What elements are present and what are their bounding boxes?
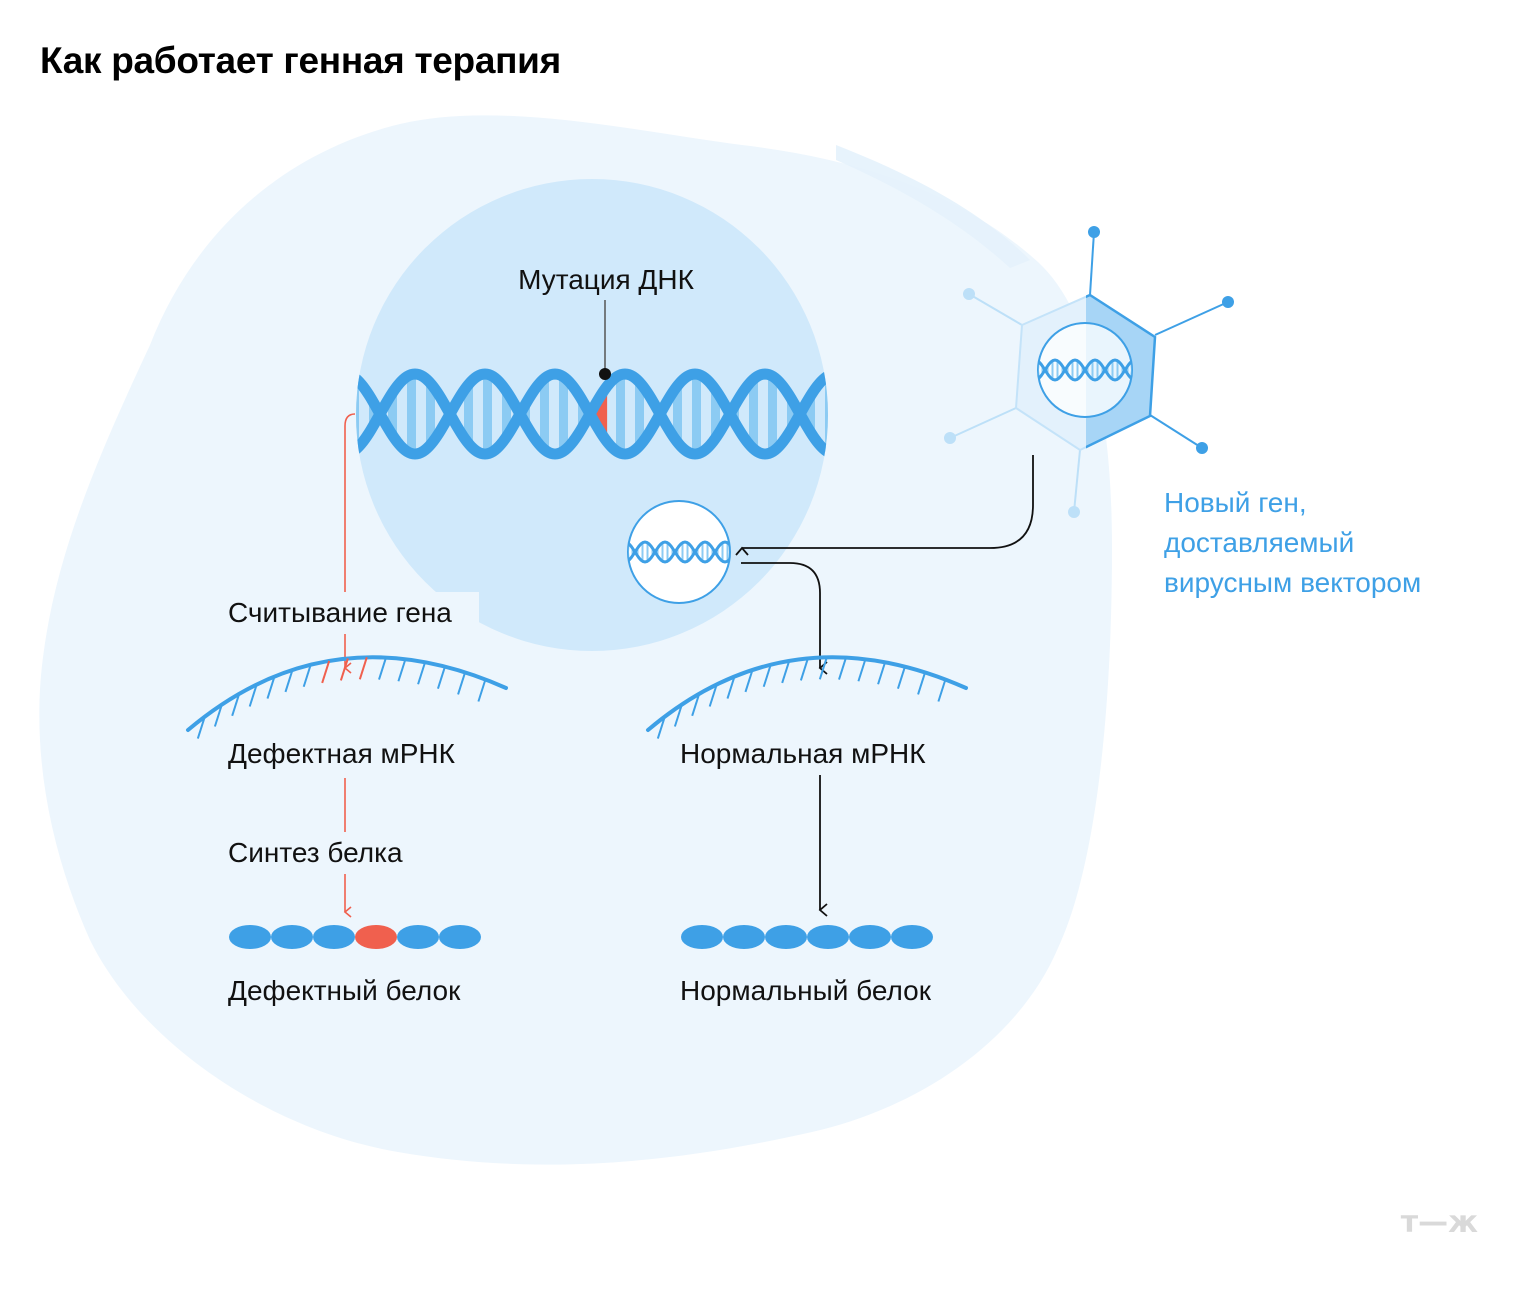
dna-strand bbox=[356, 368, 828, 460]
new-gene-strand bbox=[628, 540, 730, 564]
amino-acid-defect bbox=[355, 925, 397, 949]
mrna-base bbox=[937, 679, 947, 702]
amino-acid bbox=[891, 925, 933, 949]
mrna-base bbox=[838, 657, 847, 680]
mrna-base bbox=[477, 679, 487, 702]
mrna-base bbox=[284, 669, 294, 693]
cell-membrane-highlight bbox=[836, 145, 1030, 268]
amino-acid bbox=[807, 925, 849, 949]
mrna-base-defect bbox=[339, 658, 349, 681]
mrna-base bbox=[818, 657, 828, 680]
viral-vector bbox=[944, 226, 1234, 518]
label-defective-mrna: Дефектная мРНК bbox=[228, 738, 456, 769]
normal-mrna-strand bbox=[646, 655, 968, 739]
mrna-base bbox=[781, 660, 791, 684]
tj-logo: т—ж bbox=[1401, 1205, 1478, 1240]
new-gene-dna-icon bbox=[628, 540, 730, 564]
defective-mrna-strand bbox=[186, 655, 508, 739]
mrna-base bbox=[213, 704, 223, 727]
amino-acid bbox=[397, 925, 439, 949]
mrna-base bbox=[417, 661, 427, 685]
amino-acid bbox=[271, 925, 313, 949]
mrna-base bbox=[744, 669, 754, 693]
amino-acid bbox=[439, 925, 481, 949]
label-new-gene-line-1: Новый ген, bbox=[1164, 487, 1307, 518]
new-gene-strand bbox=[628, 540, 730, 564]
label-defective-protein: Дефектный белок bbox=[228, 975, 461, 1006]
arrow-new-gene-to-mrna bbox=[741, 562, 828, 675]
mutation-pointer-dot bbox=[599, 368, 611, 380]
mrna-base bbox=[266, 676, 276, 699]
mrna-base bbox=[248, 684, 258, 707]
vector-dna-icon bbox=[1038, 358, 1132, 382]
mrna-base bbox=[896, 666, 906, 689]
mrna-base bbox=[708, 684, 718, 707]
mrna-backbone bbox=[186, 655, 508, 732]
amino-acid bbox=[765, 925, 807, 949]
mrna-base bbox=[877, 661, 887, 685]
vector-spikes bbox=[949, 231, 1229, 513]
amino-acid bbox=[313, 925, 355, 949]
label-mutation: Мутация ДНК bbox=[518, 264, 695, 295]
label-normal-mrna: Нормальная мРНК bbox=[680, 738, 926, 769]
amino-acid bbox=[723, 925, 765, 949]
mrna-base bbox=[231, 693, 241, 717]
dna-double-helix bbox=[356, 368, 828, 460]
mrna-base bbox=[799, 658, 809, 681]
mrna-base bbox=[457, 672, 467, 695]
mrna-base-defect bbox=[358, 657, 368, 680]
vector-gene-strand bbox=[1038, 358, 1132, 382]
mrna-base bbox=[436, 666, 446, 689]
mrna-base bbox=[673, 704, 683, 727]
label-protein-synthesis: Синтез белка bbox=[228, 837, 403, 868]
amino-acid bbox=[229, 925, 271, 949]
mrna-base bbox=[378, 657, 387, 680]
mrna-base bbox=[691, 693, 701, 717]
page-title: Как работает генная терапия bbox=[40, 40, 561, 81]
amino-acid bbox=[681, 925, 723, 949]
label-normal-protein: Нормальный белок bbox=[680, 975, 932, 1006]
mrna-base bbox=[762, 664, 772, 688]
vector-gene-strand bbox=[1038, 358, 1132, 382]
label-new-gene-line-3: вирусным вектором bbox=[1164, 567, 1421, 598]
mrna-base bbox=[917, 672, 927, 695]
arrow-gene-reading bbox=[343, 413, 356, 674]
defective-protein-chain bbox=[229, 925, 481, 949]
arrow-vector-to-nucleus bbox=[735, 455, 1034, 556]
mrna-base bbox=[397, 658, 407, 682]
label-new-gene-line-2: доставляемый bbox=[1164, 527, 1354, 558]
mrna-base bbox=[196, 716, 206, 739]
mrna-backbone bbox=[646, 655, 968, 732]
vector-spike-tips bbox=[944, 226, 1234, 518]
label-gene-reading: Считывание гена bbox=[228, 597, 452, 628]
label-bg-reading bbox=[224, 592, 479, 634]
label-bg-synthesis bbox=[224, 832, 426, 874]
mrna-base bbox=[656, 716, 666, 739]
mrna-base bbox=[857, 658, 867, 682]
mrna-base bbox=[726, 676, 736, 699]
mrna-base bbox=[302, 664, 312, 688]
mrna-base-defect bbox=[321, 660, 331, 684]
normal-protein-chain bbox=[681, 925, 933, 949]
amino-acid bbox=[849, 925, 891, 949]
